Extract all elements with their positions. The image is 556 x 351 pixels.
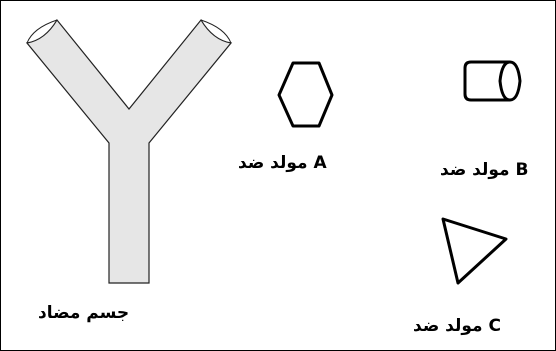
antigen-c-triangle [441,217,508,285]
antigen-c-label: مولد ضد C [413,316,501,336]
antibody-shape [25,18,233,284]
antibody-label: جسم مضاد [38,303,130,323]
antibody-binding-site-right [200,19,232,44]
antigen-a-hexagon [277,61,334,128]
antibody-binding-site-left [26,19,58,44]
antigen-b-label: مولد ضد B [440,160,529,180]
antigen-b-cylinder [463,60,522,102]
antigen-a-label: مولد ضد A [238,153,327,173]
